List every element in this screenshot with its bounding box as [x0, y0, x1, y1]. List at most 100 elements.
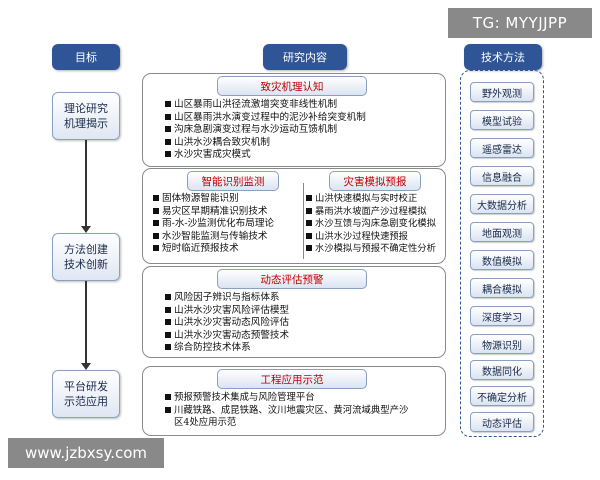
list-item: 山区暴雨山洪径流激增突变非线性机制	[165, 99, 366, 112]
list-item-text: 川藏铁路、成昆铁路、汶川地震灾区、黄河流域典型产沙	[174, 404, 409, 416]
bullet-icon	[165, 126, 171, 133]
bullet-icon	[165, 406, 171, 413]
simulation-title: 灾害模拟预报	[329, 171, 421, 191]
method-item: 深度学习	[470, 306, 534, 326]
bullet-icon	[153, 207, 159, 214]
method-item: 遥感雷达	[470, 138, 534, 158]
bullet-icon	[165, 394, 171, 400]
list-item-text: 水沙智能监测与传输技术	[162, 230, 268, 242]
list-item: 山洪水沙灾害动态风险评估	[165, 317, 289, 330]
content-header: 研究内容	[263, 44, 347, 70]
method-item: 数据同化	[470, 360, 534, 380]
application-panel: 工程应用示范 预报预警技术集成与风险管理平台 川藏铁路、成昆铁路、汶川地震灾区、…	[142, 366, 446, 436]
list-item-text: 固体物源智能识别	[162, 193, 239, 204]
list-item-text: 山洪水沙耦合致灾机制	[174, 136, 270, 148]
method-item: 地面观测	[470, 222, 534, 242]
list-item: 区4处应用示范	[165, 417, 408, 430]
list-item-text: 山区暴雨山洪径流激增突变非线性机制	[174, 99, 338, 110]
list-item: 山洪水沙过程快速预报	[306, 231, 436, 244]
list-item-text: 风险因子辨识与指标体系	[174, 292, 280, 303]
monitoring-simulation-panel: 智能识别监测 灾害模拟预报 固体物源智能识别 易灾区早期精准识别技术 雨-水-沙…	[142, 168, 446, 264]
list-item-text: 山洪快速模拟与实时校正	[315, 193, 418, 204]
list-item: 山区暴雨洪水演变过程中的泥沙补给突变机制	[165, 112, 366, 125]
bullet-icon	[165, 138, 171, 145]
list-item-text: 区4处应用示范	[174, 417, 237, 429]
application-list: 预报预警技术集成与风险管理平台 川藏铁路、成昆铁路、汶川地震灾区、黄河流域典型产…	[165, 392, 408, 430]
bullet-icon	[165, 294, 171, 300]
connector-line-1	[85, 140, 87, 226]
list-item-text: 山区暴雨洪水演变过程中的泥沙补给突变机制	[174, 111, 366, 123]
list-item-text: 水沙灾害成灾模式	[174, 149, 251, 161]
bullet-icon	[165, 331, 171, 338]
list-item: 综合防控技术体系	[165, 342, 289, 355]
list-item: 固体物源智能识别	[153, 193, 274, 206]
arrow-down-2	[81, 363, 91, 370]
list-item: 水沙智能监测与传输技术	[153, 231, 274, 244]
goal-method-text: 方法创建 技术创新	[64, 243, 108, 271]
connector-line-2	[85, 281, 87, 363]
bullet-icon	[165, 151, 171, 158]
method-item: 耦合模拟	[470, 278, 534, 298]
list-item: 易灾区早期精准识别技术	[153, 206, 274, 219]
method-header: 技术方法	[464, 44, 542, 70]
list-item: 山洪快速模拟与实时校正	[306, 193, 436, 206]
list-item: 水沙模拟与预报不确定性分析	[306, 243, 436, 256]
list-item: 雨-水-沙监测优化布局理论	[153, 218, 274, 231]
goal-theory: 理论研究 机理揭示	[52, 92, 120, 140]
bullet-icon	[165, 319, 171, 326]
list-item: 短时临近预报技术	[153, 243, 274, 256]
method-item: 大数据分析	[470, 194, 534, 214]
bullet-icon	[306, 220, 312, 227]
column-divider	[303, 183, 304, 259]
list-item: 沟床急剧演变过程与水沙运动互馈机制	[165, 124, 366, 137]
monitoring-list: 固体物源智能识别 易灾区早期精准识别技术 雨-水-沙监测优化布局理论 水沙智能监…	[153, 193, 274, 256]
assessment-title: 动态评估预警	[217, 269, 367, 289]
list-item-text: 易灾区早期精准识别技术	[162, 205, 268, 217]
list-item: 水沙互馈与沟床急剧变化模拟	[306, 218, 436, 231]
bullet-icon	[306, 232, 312, 239]
method-item: 信息融合	[470, 166, 534, 186]
list-item-text: 水沙模拟与预报不确定性分析	[315, 243, 436, 255]
assessment-panel: 动态评估预警 风险因子辨识与指标体系 山洪水沙灾害风险评估模型 山洪水沙灾害动态…	[142, 266, 446, 358]
bullet-icon	[306, 245, 312, 252]
list-item-text: 预报预警技术集成与风险管理平台	[174, 392, 315, 403]
list-item-text: 短时临近预报技术	[162, 243, 239, 255]
list-item-text: 山洪水沙过程快速预报	[315, 230, 408, 242]
arrow-down-1	[81, 226, 91, 233]
mechanism-title: 致灾机理认知	[217, 76, 367, 96]
method-item: 数值模拟	[470, 250, 534, 270]
goal-platform-text: 平台研发 示范应用	[64, 380, 108, 408]
list-item-text: 暴雨洪水坡面产沙过程模拟	[315, 205, 427, 217]
method-item: 野外观测	[470, 82, 534, 102]
bullet-icon	[153, 245, 159, 252]
method-item: 物源识别	[470, 334, 534, 354]
list-item-text: 山洪水沙灾害动态预警技术	[174, 329, 290, 341]
list-item: 暴雨洪水坡面产沙过程模拟	[306, 206, 436, 219]
goal-theory-text: 理论研究 机理揭示	[64, 102, 108, 130]
list-item-text: 水沙互馈与沟床急剧变化模拟	[315, 218, 436, 230]
bullet-icon	[306, 195, 312, 201]
bullet-icon	[153, 232, 159, 239]
application-title: 工程应用示范	[217, 369, 367, 389]
bullet-icon	[165, 113, 171, 120]
list-item: 风险因子辨识与指标体系	[165, 292, 289, 305]
list-item-text: 沟床急剧演变过程与水沙运动互馈机制	[174, 124, 338, 136]
method-item: 不确定分析	[470, 386, 534, 406]
list-item-text: 雨-水-沙监测优化布局理论	[162, 218, 275, 230]
bullet-icon	[306, 207, 312, 214]
bullet-icon	[165, 101, 171, 107]
bullet-icon	[153, 220, 159, 227]
simulation-list: 山洪快速模拟与实时校正 暴雨洪水坡面产沙过程模拟 水沙互馈与沟床急剧变化模拟 山…	[306, 193, 436, 256]
list-item: 预报预警技术集成与风险管理平台	[165, 392, 408, 405]
bullet-icon	[165, 344, 171, 351]
goal-platform: 平台研发 示范应用	[52, 370, 120, 418]
list-item: 川藏铁路、成昆铁路、汶川地震灾区、黄河流域典型产沙	[165, 405, 408, 418]
bullet-icon	[165, 306, 171, 313]
list-item-text: 综合防控技术体系	[174, 342, 251, 354]
list-item-text: 山洪水沙灾害动态风险评估	[174, 317, 290, 329]
methods-frame	[460, 70, 544, 437]
monitoring-title: 智能识别监测	[187, 171, 279, 191]
list-item-text: 山洪水沙灾害风险评估模型	[174, 304, 290, 316]
bullet-icon	[153, 195, 159, 201]
assessment-list: 风险因子辨识与指标体系 山洪水沙灾害风险评估模型 山洪水沙灾害动态风险评估 山洪…	[165, 292, 289, 355]
